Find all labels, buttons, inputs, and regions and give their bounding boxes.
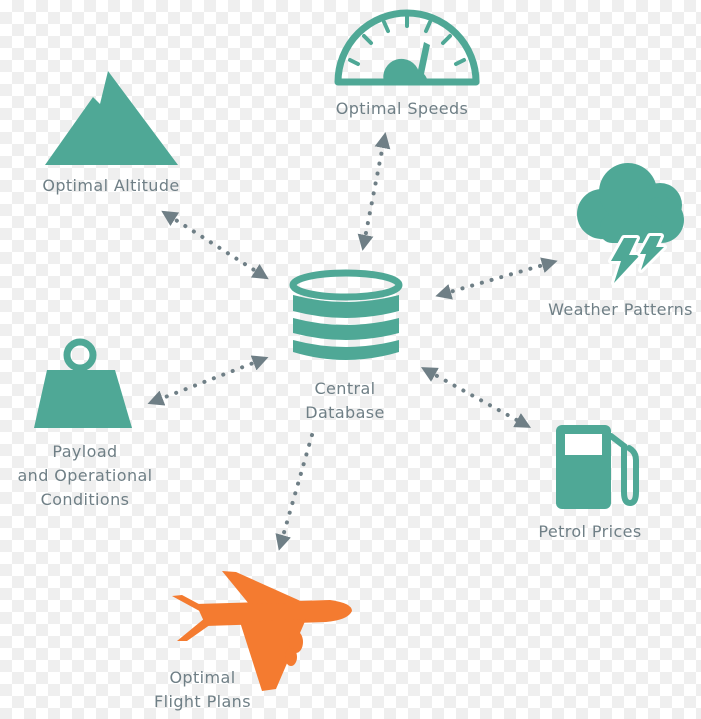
label-optimal-speeds: Optimal Speeds (335, 99, 469, 118)
weight-icon (34, 338, 132, 428)
label-payload-line1: Payload (52, 442, 118, 461)
label-central-line1: Central (314, 379, 376, 398)
label-payload: Payload and Operational Conditions (5, 440, 165, 512)
mountain-icon (45, 71, 178, 165)
database-icon (289, 269, 403, 360)
connector-speeds (357, 132, 391, 251)
label-weather-patterns: Weather Patterns (548, 300, 693, 319)
label-flight-line2: Flight Plans (154, 692, 251, 711)
label-optimal-altitude: Optimal Altitude (42, 176, 180, 195)
speedometer-icon (334, 9, 480, 86)
label-flight-line1: Optimal (169, 668, 236, 687)
label-central-line2: Database (305, 403, 385, 422)
connector-flight (275, 433, 314, 551)
connector-payload (147, 355, 269, 406)
label-payload-line3: Conditions (40, 490, 130, 509)
connector-altitude (161, 210, 269, 280)
label-central-database: Central Database (290, 377, 400, 425)
airplane-icon (172, 571, 352, 691)
label-petrol-prices: Petrol Prices (538, 522, 642, 541)
label-optimal-flight-plans: Optimal Flight Plans (140, 666, 265, 714)
connector-weather (435, 257, 558, 300)
label-payload-line2: and Operational (17, 466, 153, 485)
connector-petrol (420, 367, 532, 428)
fuel-pump-icon (556, 425, 639, 509)
storm-cloud-icon (577, 163, 684, 286)
